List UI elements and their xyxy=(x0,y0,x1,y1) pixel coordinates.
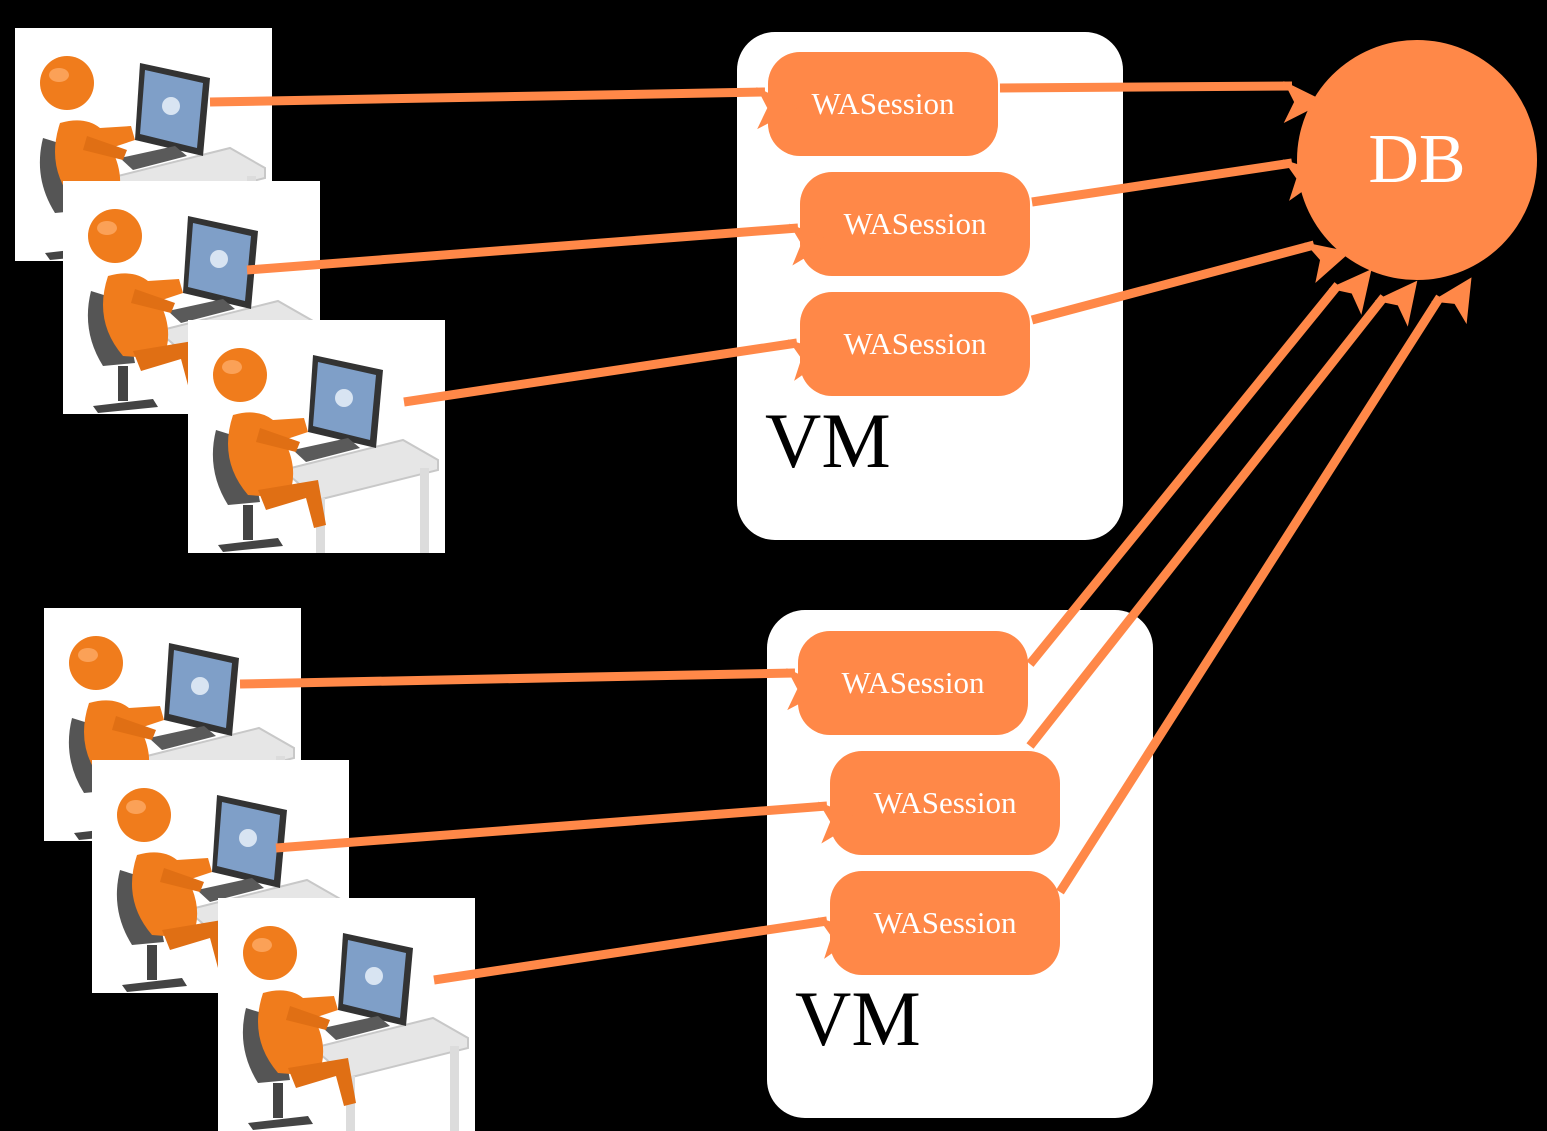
wasession-box: WASession xyxy=(830,871,1060,975)
vm-label: VM xyxy=(795,975,921,1062)
arrow-user-to-session xyxy=(246,223,833,275)
arrow-user-to-session xyxy=(275,801,862,853)
wasession-box: WASession xyxy=(768,52,998,156)
arrow-user-to-session xyxy=(239,668,829,711)
user-at-computer-icon xyxy=(218,898,475,1131)
wasession-box: WASession xyxy=(830,751,1060,855)
wasession-box: WASession xyxy=(800,172,1030,276)
arrow-user-to-session xyxy=(209,87,799,130)
wasession-box: WASession xyxy=(798,631,1028,735)
user-at-computer-icon xyxy=(188,320,445,553)
vm-label: VM xyxy=(765,397,891,484)
database-node: DB xyxy=(1297,40,1537,280)
wasession-box: WASession xyxy=(800,292,1030,396)
